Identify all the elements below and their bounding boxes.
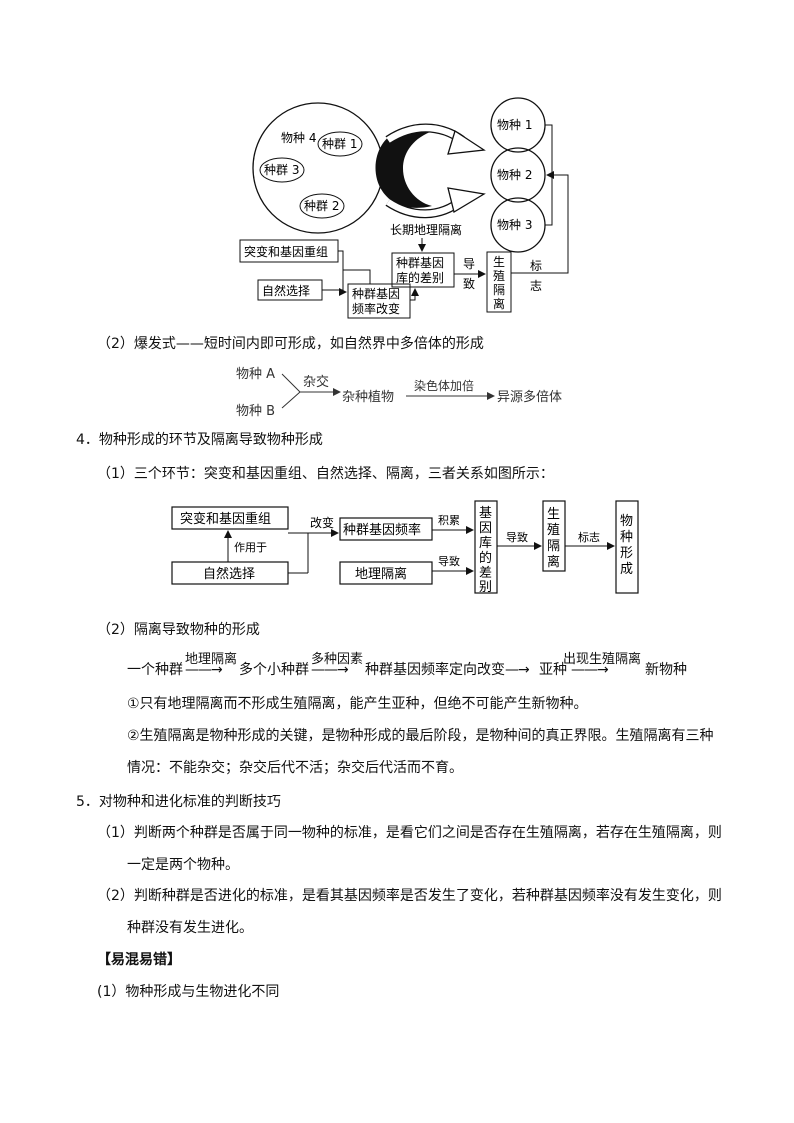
- chain-one-population: 一个种群: [127, 660, 183, 680]
- marker-label: 标志: [578, 530, 600, 544]
- cause-label-2: 导致: [506, 530, 528, 544]
- arrow-to-freq: [343, 270, 346, 292]
- pool-char-4: 的: [479, 550, 492, 566]
- new-char-2: 种: [620, 530, 633, 545]
- repro-char-3: 隔: [547, 539, 560, 554]
- repro-iso-1: 生: [493, 255, 505, 269]
- speciesB-label: 物种 B: [236, 404, 275, 419]
- hybrid-label: 杂种植物: [342, 390, 394, 405]
- pop1-label: 种群 1: [322, 137, 357, 151]
- doubling-label: 染色体加倍: [414, 378, 474, 393]
- species3-label: 物种 3: [497, 218, 532, 232]
- section5-item1b: 一定是两个物种。: [127, 855, 239, 875]
- polyploid-diagram: 物种 A 物种 B 杂交 杂种植物 染色体加倍 异源多倍体: [0, 362, 794, 422]
- pool-char-3: 库: [479, 535, 492, 551]
- acts-on-label: 作用于: [234, 541, 267, 554]
- selection-label: 自然选择: [262, 283, 310, 298]
- chain-arrow-4: ——→: [571, 660, 608, 680]
- new-char-1: 物: [620, 514, 633, 529]
- section5-item1a: （1）判断两个种群是否属于同一物种的标准，是看它们之间是否存在生殖隔离，若存在生…: [97, 823, 722, 843]
- chain-arrow-1: ——→: [185, 660, 222, 680]
- section4-item2: （2）隔离导致物种的形成: [97, 620, 260, 640]
- pop3-label: 种群 3: [264, 163, 299, 177]
- note-2b: 情况：不能杂交；杂交后代不活；杂交后代活而不育。: [127, 758, 463, 778]
- change-label: 改变: [310, 515, 334, 530]
- new-char-4: 成: [620, 562, 633, 577]
- pool-char-5: 差: [479, 566, 492, 581]
- species1-label: 物种 1: [497, 118, 532, 132]
- repro-char-1: 生: [547, 507, 560, 522]
- note-2a: ②生殖隔离是物种形成的关键，是物种形成的最后阶段，是物种间的真正界限。生殖隔离有…: [127, 726, 714, 746]
- note-1: ①只有地理隔离而不形成生殖隔离，能产生亚种，但绝不可能产生新物种。: [127, 694, 588, 714]
- repro-char-2: 殖: [547, 522, 560, 538]
- cause-label-1: 导致: [438, 554, 460, 568]
- mutation-label: 突变和基因重组: [244, 244, 328, 259]
- freq-change-line1: 种群基因: [352, 287, 400, 301]
- repro-iso-2: 殖: [493, 268, 505, 283]
- geo-label: 地理隔离: [355, 566, 407, 582]
- black-crescent: [375, 129, 432, 208]
- section4-item1: （1）三个环节：突变和基因重组、自然选择、隔离，三者关系如图所示：: [97, 464, 554, 484]
- section5-item2a: （2）判断种群是否进化的标准，是看其基因频率是否发生了变化，若种群基因频率没有发…: [97, 886, 722, 906]
- chain-small-populations: 多个小种群: [239, 660, 309, 680]
- pool-char-6: 别: [479, 580, 492, 595]
- repro-iso-3: 隔: [493, 283, 505, 297]
- chain-new-species: 新物种: [645, 660, 687, 680]
- freq-change-line2: 频率改变: [352, 301, 400, 316]
- allopolyploid-label: 异源多倍体: [497, 389, 562, 405]
- arrow-freq-to-pool: [410, 289, 415, 300]
- section5-item2b: 种群没有发生进化。: [127, 918, 253, 938]
- confusing-item1: (1）物种形成与生物进化不同: [97, 982, 279, 1002]
- pool-diff-line2: 库的差别: [396, 270, 444, 285]
- chain-arrow-3: —→: [505, 660, 529, 680]
- section4-title: 4．物种形成的环节及隔离导致物种形成: [76, 430, 323, 450]
- chain-arrow-2: ——→: [311, 660, 348, 680]
- repro-iso-4: 离: [493, 296, 505, 311]
- confusing-heading: 【易混易错】: [97, 950, 181, 970]
- speciation-steps-diagram: 突变和基因重组 自然选择 作用于 改变 种群基因频率 积累 地理隔离 导致 基 …: [0, 495, 794, 600]
- species2-label: 物种 2: [497, 168, 532, 182]
- pool-diff-line1: 种群基因: [396, 256, 444, 270]
- section3-item2: （2）爆发式——短时间内即可形成，如自然界中多倍体的形成: [97, 334, 484, 354]
- species4-label: 物种 4: [281, 131, 316, 145]
- marker-1: 标: [530, 259, 542, 273]
- geo-isolation-label: 长期地理隔离: [390, 222, 462, 237]
- cross-label: 杂交: [303, 374, 329, 390]
- speciation-diagram-1: 物种 4 种群 1 种群 3 种群 2 长期地理隔离 物种 1 物种 2 物种 …: [0, 0, 794, 330]
- cause-1: 导: [463, 257, 475, 271]
- section5-title: 5．对物种和进化标准的判断技巧: [76, 792, 281, 812]
- speciesA-label: 物种 A: [236, 367, 275, 382]
- accumulate-label: 积累: [438, 514, 460, 527]
- chain-freq-change: 种群基因频率定向改变: [365, 660, 505, 680]
- new-char-3: 形: [620, 546, 633, 561]
- cause-2: 致: [463, 277, 475, 291]
- pool-char-2: 因: [479, 521, 492, 536]
- selection-label-2: 自然选择: [203, 566, 255, 582]
- repro-char-4: 离: [547, 554, 560, 570]
- isolation-chain: 一个种群 地理隔离 ——→ 多个小种群 多种因素 ——→ 种群基因频率定向改变 …: [127, 648, 727, 684]
- pop2-label: 种群 2: [304, 199, 339, 213]
- pool-char-1: 基: [479, 506, 492, 521]
- freq-label: 种群基因频率: [343, 522, 421, 538]
- mutation-label-2: 突变和基因重组: [180, 511, 271, 527]
- marker-2: 志: [530, 279, 542, 293]
